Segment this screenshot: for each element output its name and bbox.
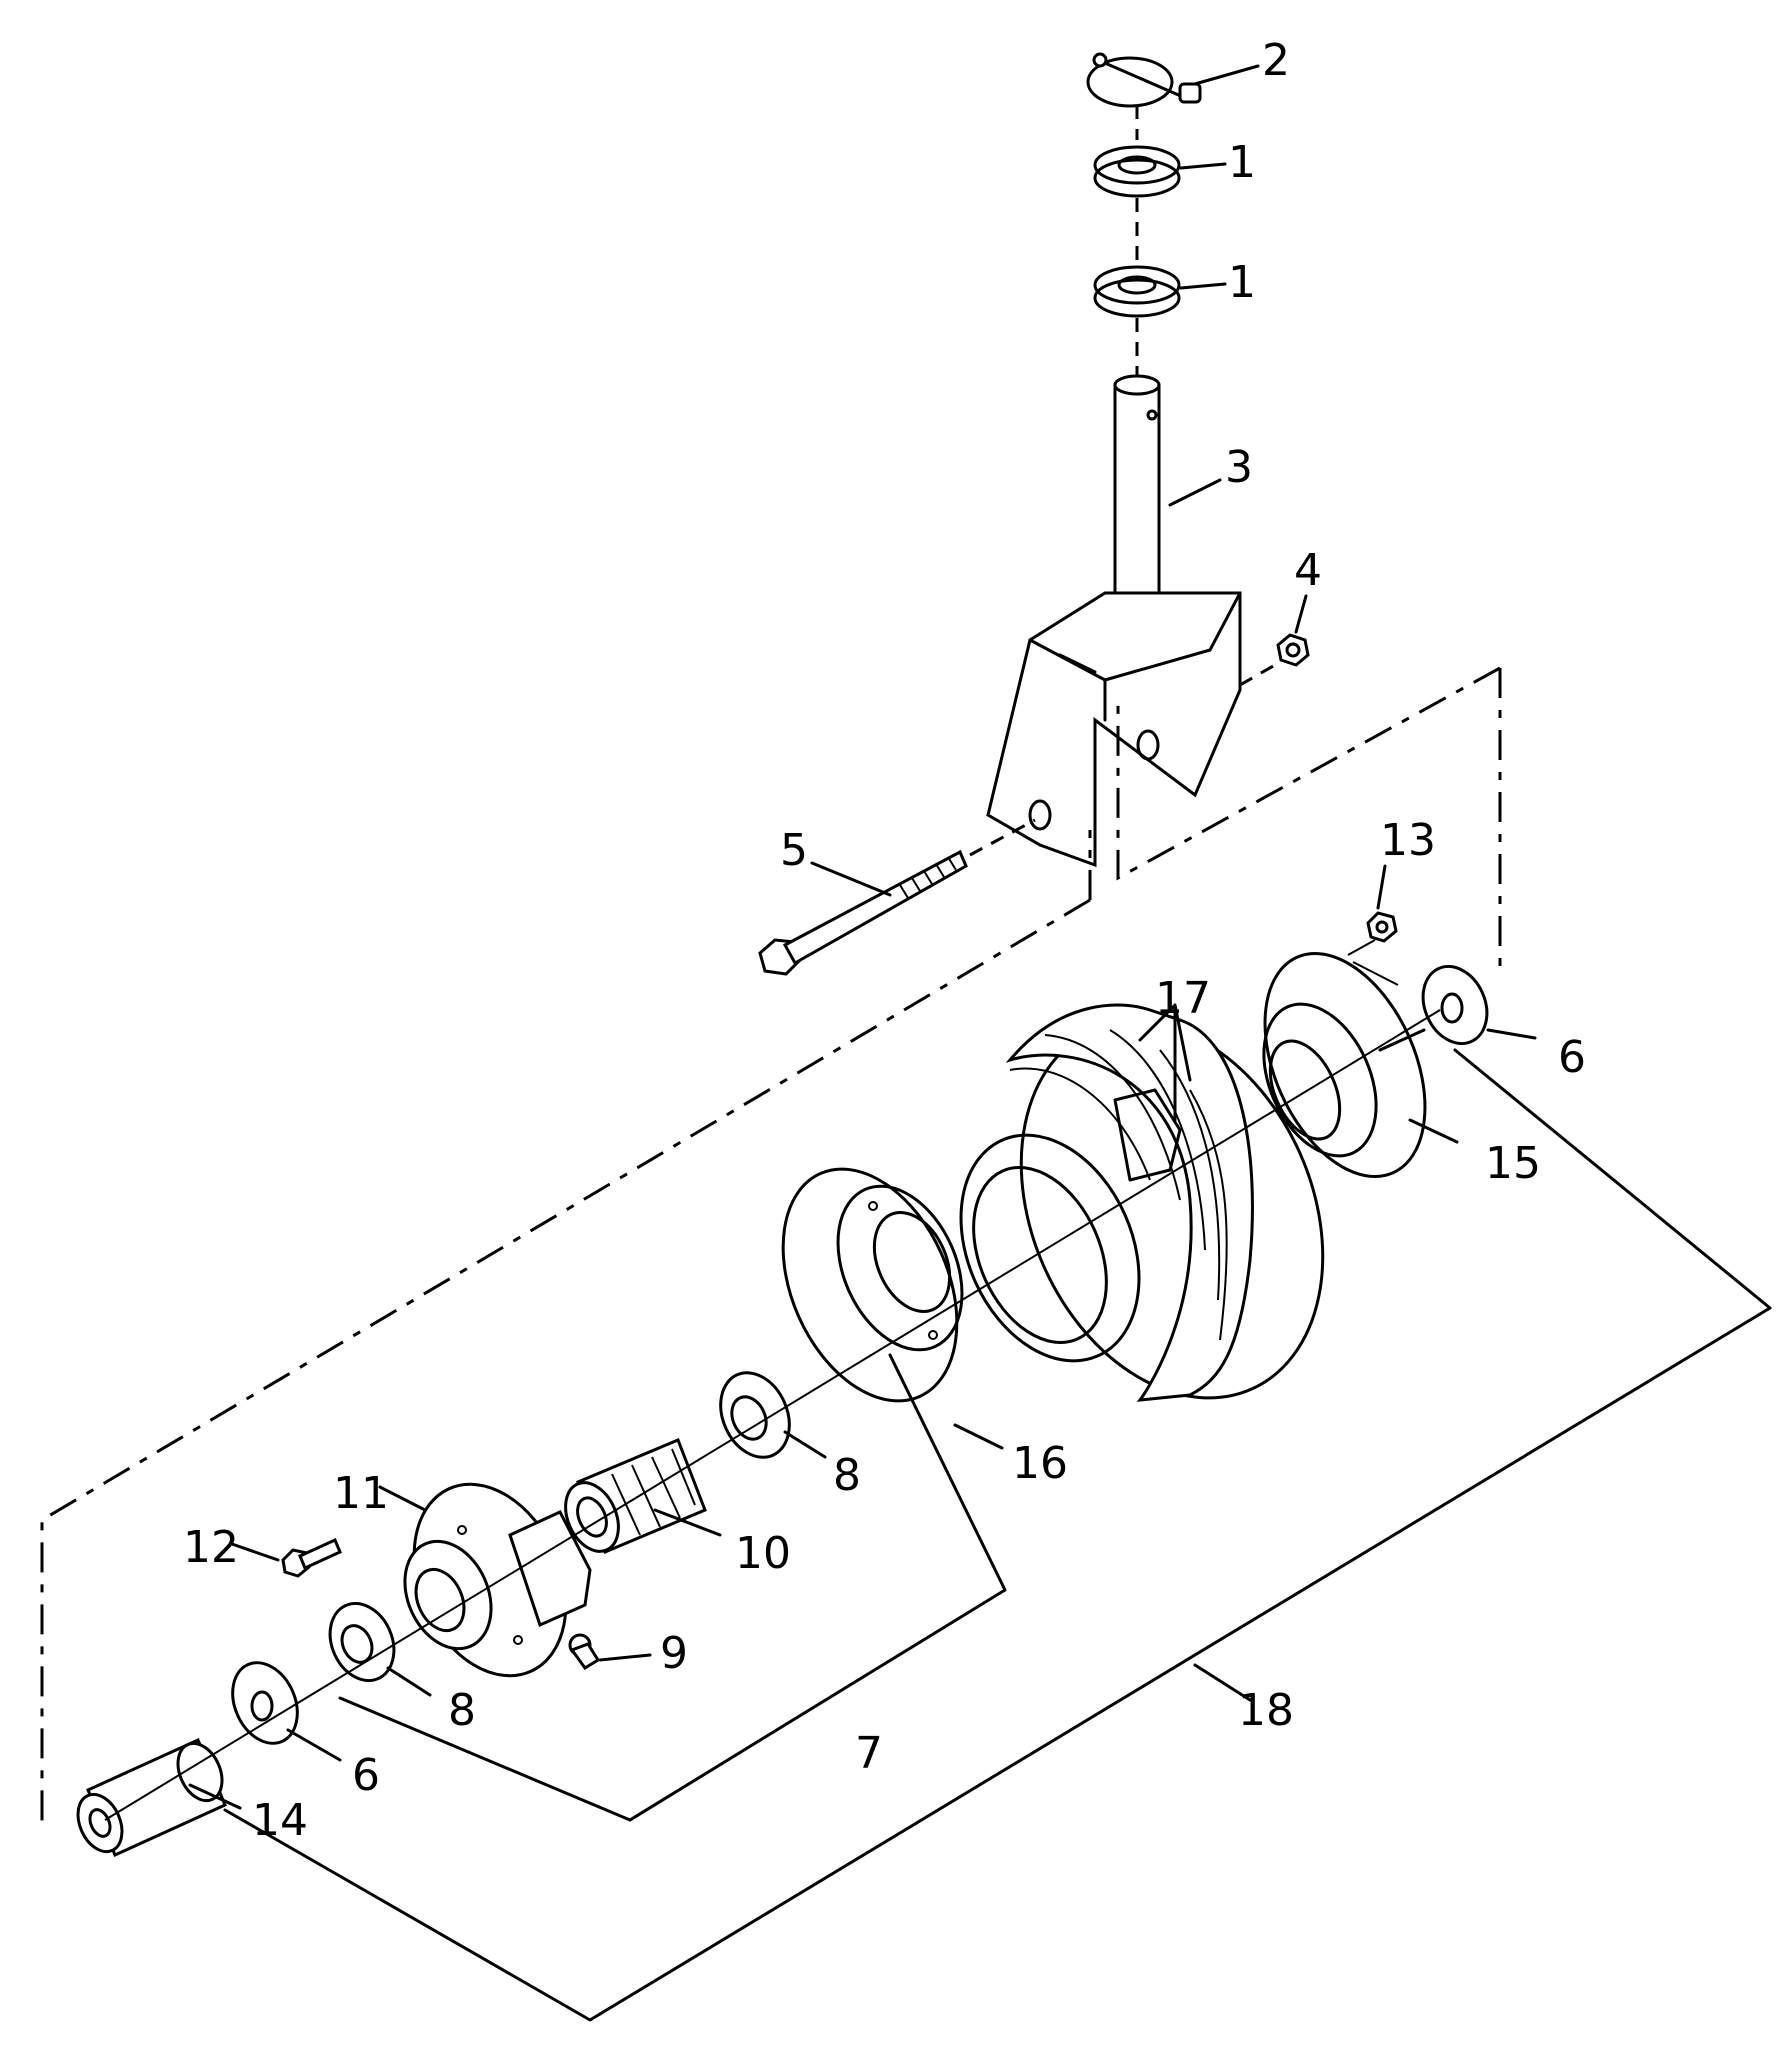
callout-17: 17 — [1155, 973, 1211, 1024]
callout-13: 13 — [1380, 815, 1436, 866]
grease-fitting — [568, 1633, 601, 1671]
callout-15: 15 — [1485, 1138, 1541, 1189]
wheel-half-front — [781, 1167, 964, 1403]
callout-10: 10 — [735, 1528, 791, 1579]
bushing-lower — [1093, 265, 1181, 318]
callout-1-upper: 1 — [1228, 137, 1256, 188]
nut-rear — [1347, 911, 1399, 986]
callout-14: 14 — [252, 1795, 308, 1846]
washer-front — [231, 1661, 299, 1745]
callout-5: 5 — [780, 825, 808, 876]
hub — [403, 1482, 592, 1678]
callout-18: 18 — [1238, 1685, 1294, 1736]
bracket-7 — [338, 1353, 1007, 1822]
assembly-outline — [40, 666, 1502, 1830]
tire — [959, 1003, 1325, 1402]
callout-8-rear: 8 — [448, 1685, 476, 1736]
spacer-sleeve — [564, 1438, 707, 1554]
axle-center-line — [104, 1009, 1441, 1821]
bushing-upper — [1093, 145, 1181, 198]
callout-6-front: 6 — [352, 1750, 380, 1801]
axle-tube — [76, 1737, 227, 1858]
wheel-half-rear — [1262, 952, 1427, 1178]
callout-9: 9 — [660, 1628, 688, 1679]
bolt-small — [281, 1537, 342, 1578]
lynch-pin — [1086, 52, 1202, 108]
callout-8-front: 8 — [833, 1450, 861, 1501]
callout-4: 4 — [1294, 545, 1322, 596]
caster-fork — [986, 591, 1242, 868]
callout-12: 12 — [183, 1522, 239, 1573]
callout-16: 16 — [1012, 1438, 1068, 1489]
nut-top — [1239, 633, 1310, 687]
bracket-18 — [223, 1048, 1772, 2022]
leader-lines — [188, 64, 1537, 1810]
callout-6-rear: 6 — [1558, 1032, 1586, 1083]
bearing-rear — [328, 1601, 396, 1683]
callout-7: 7 — [855, 1728, 883, 1779]
bolt-long — [758, 818, 1036, 976]
bearing-front — [719, 1371, 791, 1459]
caster-stem — [1113, 374, 1161, 627]
callout-labels: 2 1 1 3 4 5 13 17 6 15 16 8 11 10 12 9 8… — [183, 35, 1586, 1846]
callout-2: 2 — [1262, 35, 1290, 86]
washer-rear — [1421, 964, 1489, 1046]
callout-11: 11 — [333, 1468, 389, 1519]
callout-1-lower: 1 — [1228, 257, 1256, 308]
callout-3: 3 — [1225, 442, 1253, 493]
